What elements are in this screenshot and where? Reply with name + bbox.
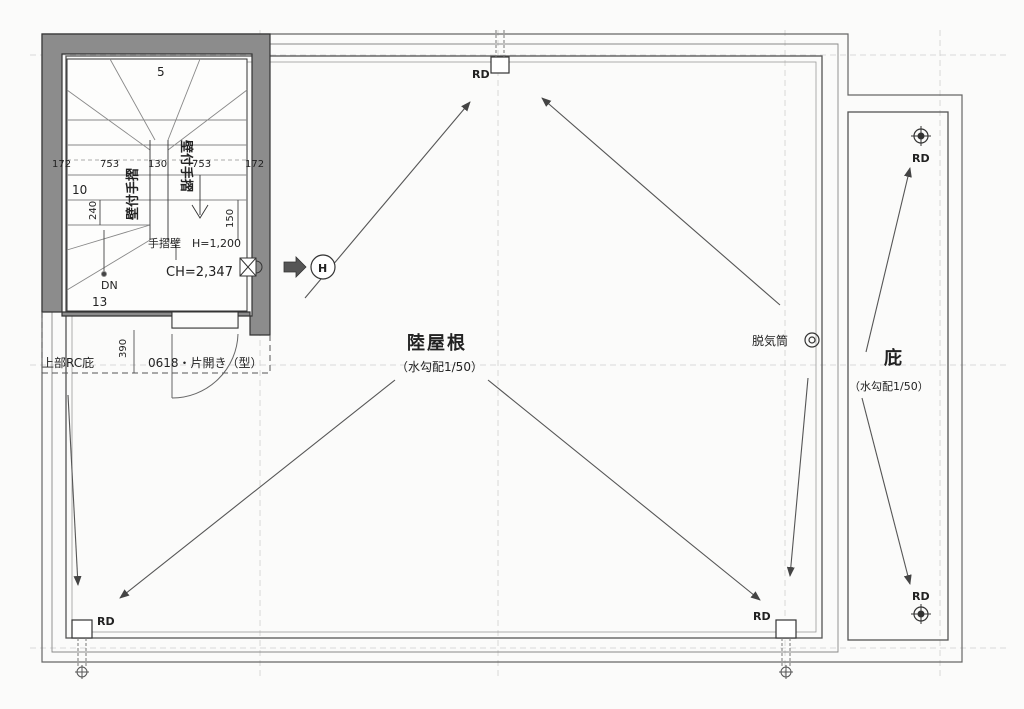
eave-drain-label-top: RD <box>912 152 930 165</box>
door-label: 0618・片開き（型） <box>148 356 263 370</box>
vent-icon <box>804 332 820 348</box>
handrail-wall-label-1: 壁付手摺 <box>125 168 141 220</box>
roof-drain-bottom-left <box>71 619 93 679</box>
hatch-circle-icon <box>310 254 336 280</box>
eave-drain-label-bottom: RD <box>912 590 930 603</box>
roof-outline <box>41 33 963 663</box>
hatch-fixture-icon <box>239 257 263 277</box>
hatch-label: H <box>318 262 327 275</box>
dim-left-mid: 753 <box>100 159 119 170</box>
down-label: DN <box>101 279 118 292</box>
stair-dimensions: 172 753 130 753 172 240 150 <box>52 159 264 228</box>
roof-drain-top <box>490 30 510 74</box>
dim-center: 130 <box>148 159 167 170</box>
dim-390-label: 390 <box>118 339 129 358</box>
eave-slope-label: （水勾配1/50） <box>849 380 929 393</box>
grid-lines <box>30 30 1010 680</box>
eave-drain-bottom <box>911 604 931 624</box>
stair-core-walls <box>41 33 271 336</box>
dim-left: 172 <box>52 159 71 170</box>
door-swing <box>171 333 239 399</box>
dim-right-mid: 753 <box>192 159 211 170</box>
arrow-right-icon <box>283 256 307 278</box>
handrail-wall-label-2: 壁付手摺 <box>178 140 194 192</box>
stair-step-mid: 10 <box>72 183 87 197</box>
roof-label: 陸屋根 <box>407 332 467 354</box>
stair-step-top: 5 <box>157 65 165 79</box>
dim-right: 172 <box>245 159 264 170</box>
upper-eave-outline <box>41 312 271 374</box>
eave-label: 庇 <box>884 347 902 369</box>
vent-label: 脱気筒 <box>752 333 788 348</box>
stair-treads <box>66 58 248 291</box>
dim-150: 150 <box>225 209 236 228</box>
ceiling-height-label: CH=2,347 <box>166 265 233 280</box>
upper-rc-eave-label: 上部RC庇 <box>42 355 94 370</box>
drain-label-bottom-right: RD <box>753 610 771 623</box>
stair-step-bottom: 13 <box>92 295 107 309</box>
dim-riser: 240 <box>88 201 99 220</box>
roof-drain-bottom-right <box>775 619 797 679</box>
drain-label-top: RD <box>472 68 490 81</box>
handrail-height-label: 手摺壁 H=1,200 <box>148 236 241 250</box>
drain-label-bottom-left: RD <box>97 615 115 628</box>
eave-drain-top <box>911 126 931 146</box>
roof-slope-label: （水勾配1/50） <box>396 360 483 374</box>
drain-labels: RD RD RD RD RD <box>97 68 930 628</box>
